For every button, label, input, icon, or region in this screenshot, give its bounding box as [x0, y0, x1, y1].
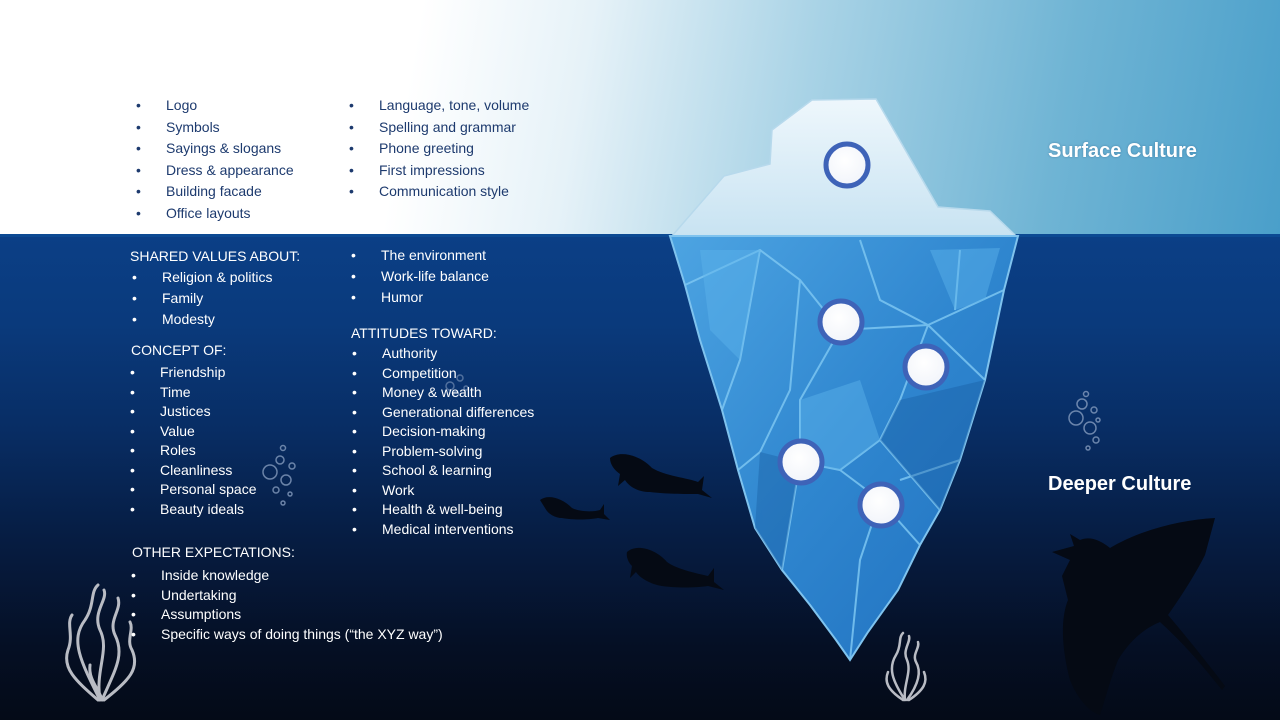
list-item: Family	[132, 288, 273, 309]
list-item: Health & well-being	[352, 500, 534, 520]
list-item: Humor	[351, 287, 489, 308]
list-item: Friendship	[130, 363, 257, 383]
list-item: Spelling and grammar	[349, 117, 529, 139]
surface-culture-label: Surface Culture	[1048, 140, 1197, 162]
list-item: Cleanliness	[130, 461, 257, 481]
list-item: Sayings & slogans	[136, 138, 294, 160]
marker-deep-1	[817, 298, 865, 346]
list-item: Problem-solving	[352, 442, 534, 462]
deeper-culture-label: Deeper Culture	[1048, 473, 1192, 495]
attitudes-heading: ATTITUDES TOWARD:	[351, 325, 497, 341]
list-item: Value	[130, 422, 257, 442]
shared-values-list: Religion & politics Family Modesty	[132, 267, 273, 330]
list-item: Generational differences	[352, 403, 534, 423]
waterline	[0, 234, 1280, 237]
dolphin-icon	[610, 454, 712, 498]
list-item: Undertaking	[131, 586, 443, 606]
list-item: Symbols	[136, 117, 294, 139]
iceberg-body	[668, 235, 1020, 662]
seaweed-right	[885, 631, 927, 702]
list-item: Roles	[130, 441, 257, 461]
dolphin-icon	[540, 497, 610, 520]
surface-list-2: Language, tone, volume Spelling and gram…	[349, 95, 529, 203]
list-item: Modesty	[132, 309, 273, 330]
marker-deep-4	[857, 481, 905, 529]
list-item: Beauty ideals	[130, 500, 257, 520]
concept-of-heading: CONCEPT OF:	[131, 342, 227, 358]
list-item: Medical interventions	[352, 520, 534, 540]
marker-surface	[823, 141, 871, 189]
list-item: Dress & appearance	[136, 160, 294, 182]
list-item: Time	[130, 383, 257, 403]
list-item: Authority	[352, 344, 534, 364]
bubbles-left	[262, 444, 296, 506]
dolphin-icon	[626, 547, 724, 590]
shared-values-list-2: The environment Work-life balance Humor	[351, 245, 489, 308]
list-item: Money & wealth	[352, 383, 534, 403]
list-item: The environment	[351, 245, 489, 266]
list-item: Specific ways of doing things (“the XYZ …	[131, 625, 443, 645]
marker-deep-2	[902, 343, 950, 391]
attitudes-list: Authority Competition Money & wealth Gen…	[352, 344, 534, 539]
shared-values-heading: SHARED VALUES ABOUT:	[130, 248, 301, 264]
list-item: Inside knowledge	[131, 566, 443, 586]
list-item: First impressions	[349, 160, 529, 182]
list-item: Office layouts	[136, 203, 294, 225]
list-item: Communication style	[349, 181, 529, 203]
list-item: Logo	[136, 95, 294, 117]
list-item: Assumptions	[131, 605, 443, 625]
other-expectations-heading: OTHER EXPECTATIONS:	[132, 544, 295, 560]
list-item: Personal space	[130, 480, 257, 500]
seaweed-left	[65, 583, 137, 702]
list-item: Work-life balance	[351, 266, 489, 287]
list-item: Competition	[352, 364, 534, 384]
surface-list-1: Logo Symbols Sayings & slogans Dress & a…	[136, 95, 294, 224]
list-item: Phone greeting	[349, 138, 529, 160]
iceberg-markers	[777, 141, 950, 529]
list-item: Work	[352, 481, 534, 501]
dolphins	[540, 454, 724, 590]
list-item: Language, tone, volume	[349, 95, 529, 117]
manta-ray-icon	[1052, 518, 1225, 715]
list-item: Religion & politics	[132, 267, 273, 288]
list-item: School & learning	[352, 461, 534, 481]
list-item: Justices	[130, 402, 257, 422]
list-item: Building facade	[136, 181, 294, 203]
marker-deep-3	[777, 438, 825, 486]
bubbles-right	[1068, 390, 1101, 451]
list-item: Decision-making	[352, 422, 534, 442]
other-expectations-list: Inside knowledge Undertaking Assumptions…	[131, 566, 443, 644]
concept-of-list: Friendship Time Justices Value Roles Cle…	[130, 363, 257, 519]
